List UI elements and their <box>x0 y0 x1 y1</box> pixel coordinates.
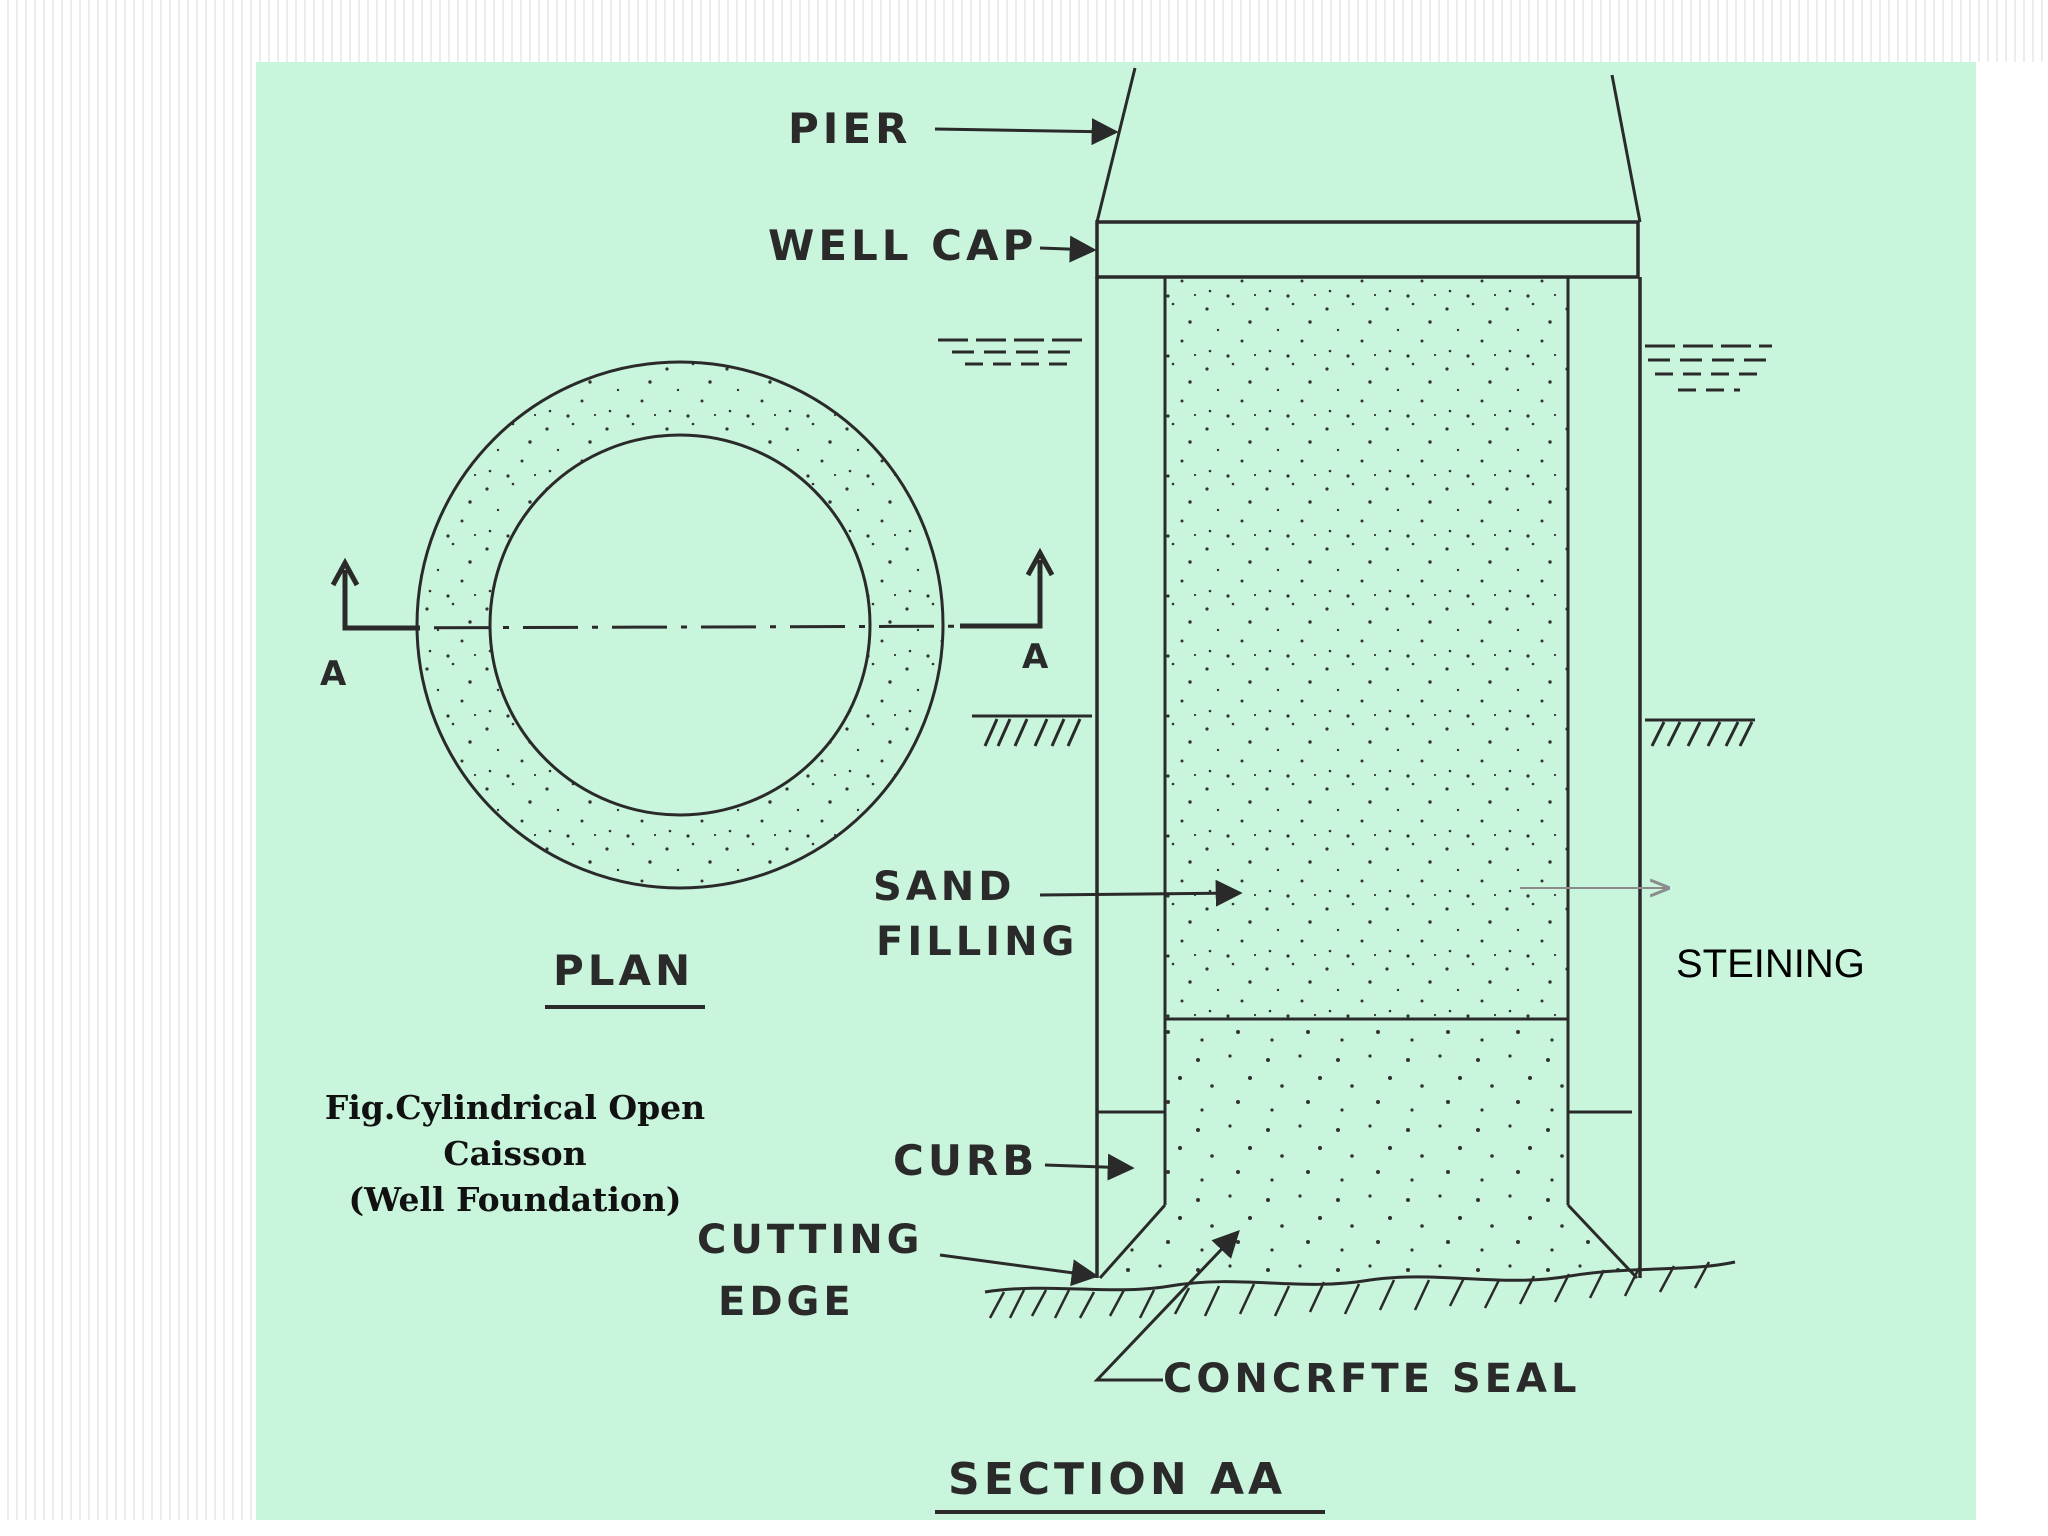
pier-right-edge <box>1610 74 1642 223</box>
cutting-edge-arrow <box>939 1253 1099 1287</box>
well-cap <box>1095 220 1640 279</box>
curb-taper-left <box>1098 1204 1167 1279</box>
concrete-seal-arrow <box>1093 1230 1240 1382</box>
plan-inner-circle <box>488 433 872 817</box>
curb-taper-right <box>1566 1203 1639 1280</box>
caption-line-1: Fig.Cylindrical Open Caisson <box>324 1088 706 1173</box>
cutting-label: CUTTING <box>697 1217 924 1263</box>
concrete-seal-fill <box>1097 1019 1640 1278</box>
frame-strip-bottom <box>0 1520 2048 1536</box>
caption-line-2: (Well Foundation) <box>348 1180 682 1219</box>
water-level-right <box>1645 344 1772 392</box>
river-bed-line <box>984 1260 1736 1294</box>
plan-view: A A PLAN <box>320 360 1055 1009</box>
well-cap-arrow <box>1039 235 1097 263</box>
section-arrow-left <box>342 570 420 631</box>
plan-title: PLAN <box>553 946 694 995</box>
ground-level-right <box>1645 718 1755 747</box>
pier-left-edge <box>1095 67 1137 223</box>
section-marker-right: A <box>1022 637 1052 677</box>
plan-outer-circle <box>415 360 945 890</box>
sand-filling-arrow <box>1039 879 1243 907</box>
pier-label: PIER <box>788 104 911 153</box>
section-title: SECTION AA <box>948 1454 1286 1505</box>
pier-arrow <box>934 118 1119 146</box>
water-level-left <box>938 338 1085 366</box>
curb-label: CURB <box>893 1136 1038 1185</box>
river-bed-hatch <box>988 1261 1711 1319</box>
sand-label: SAND <box>873 864 1015 910</box>
sand-filling <box>1165 277 1568 1019</box>
figure-caption: Fig.Cylindrical Open Caisson (Well Found… <box>290 1085 740 1223</box>
edge-label: EDGE <box>718 1279 855 1325</box>
steining-label: STEINING <box>1676 942 1865 986</box>
section-cut-line <box>344 624 1041 630</box>
frame-strip-right <box>1976 62 2048 1520</box>
curb-arrow <box>1044 1153 1135 1181</box>
well-cap-label: WELL CAP <box>768 221 1037 270</box>
filling-label: FILLING <box>876 919 1078 965</box>
section-arrow-right <box>960 560 1043 629</box>
concrete-seal-label: CONCRFTE SEAL <box>1163 1356 1580 1402</box>
section-view: PIER WELL CAP SAND FILLING CURB CUTTING … <box>697 67 1772 1514</box>
section-marker-left: A <box>320 654 350 694</box>
ground-level-left <box>972 714 1092 747</box>
